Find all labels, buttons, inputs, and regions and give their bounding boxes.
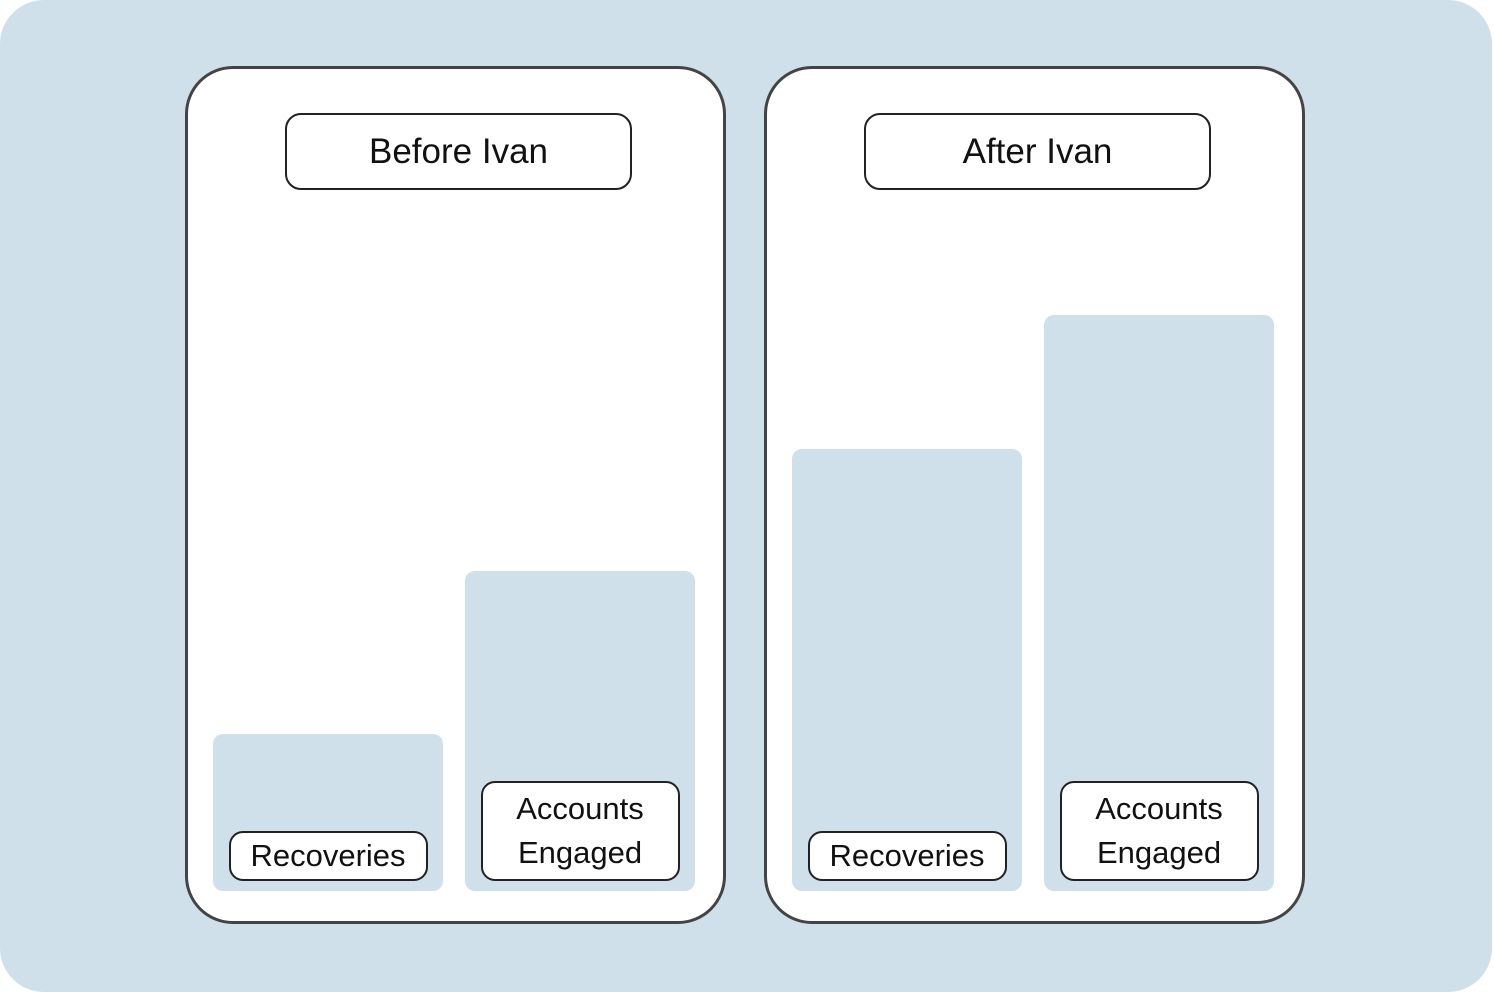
bar-label-line: Accounts [516, 791, 644, 826]
bar-label-recoveries: Recoveries [807, 831, 1007, 881]
bar-label-line: Accounts [1095, 791, 1223, 826]
bar-label-recoveries: Recoveries [228, 831, 428, 881]
after-panel-title: After Ivan [864, 113, 1211, 190]
bar-label-line: Recoveries [250, 838, 406, 873]
bar-label-line: Engaged [517, 835, 643, 870]
bar-label-line: Recoveries [829, 838, 985, 873]
before-panel-title: Before Ivan [285, 113, 632, 190]
bar-recoveries [792, 449, 1022, 891]
bar-label-line: Engaged [1096, 835, 1222, 870]
